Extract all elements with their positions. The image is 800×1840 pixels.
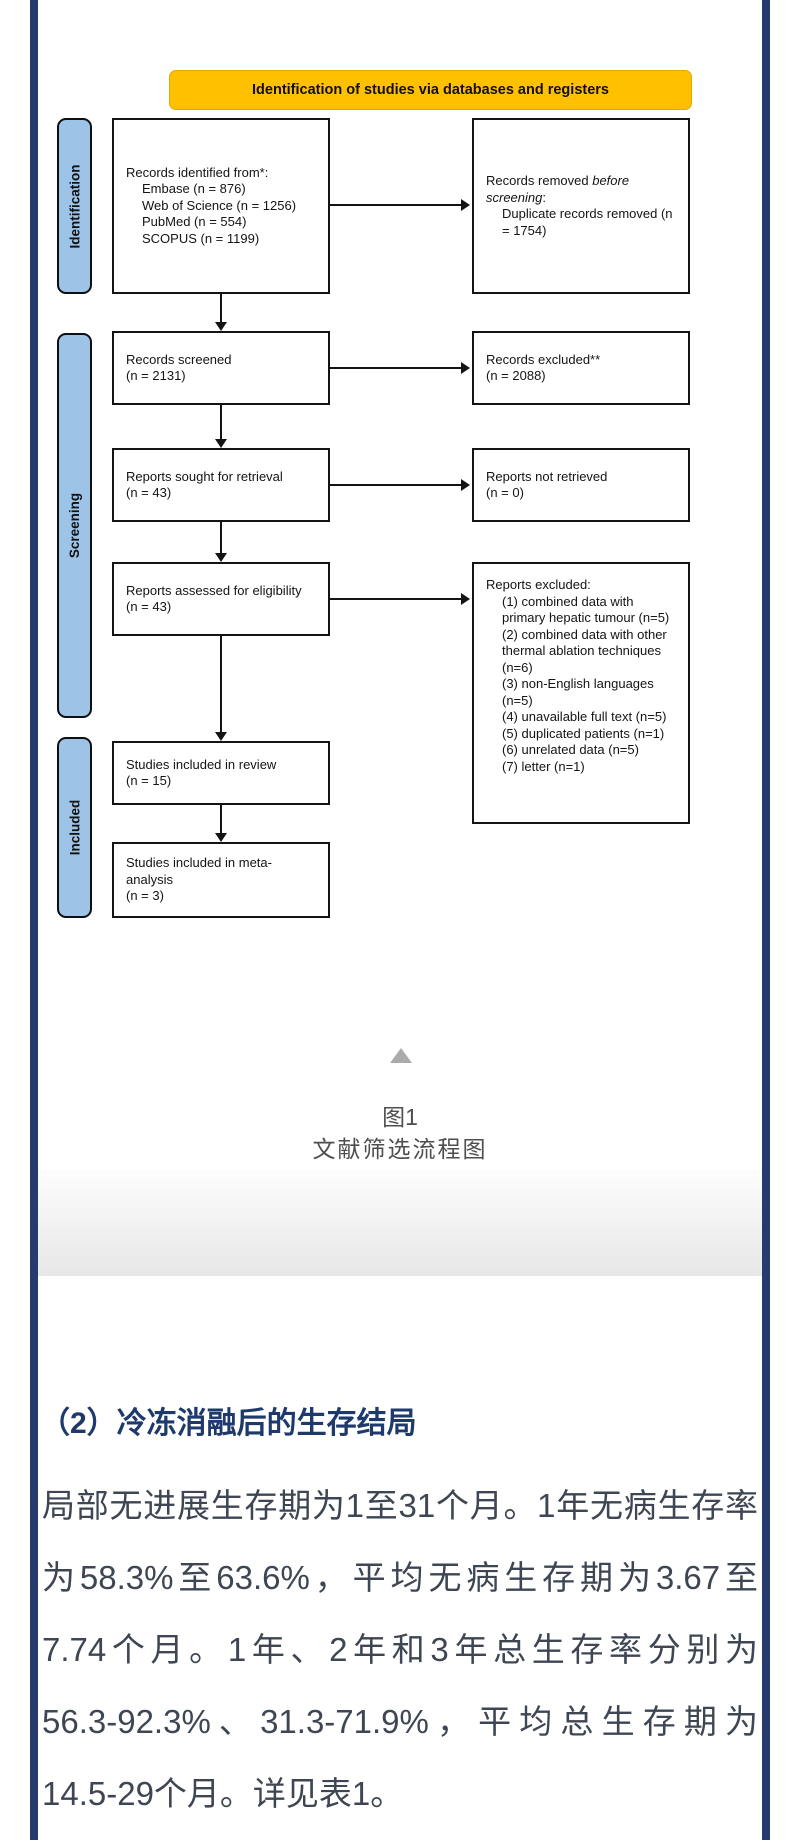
box-line: analysis	[126, 871, 173, 887]
box-line: (n = 3)	[126, 888, 164, 904]
exclusion-reason: (2) combined data with other thermal abl…	[502, 626, 667, 675]
flow-banner: Identification of studies via databases …	[169, 70, 692, 110]
box-line: SCOPUS (n = 1199)	[142, 230, 260, 246]
box-records-screened: Records screened (n = 2131)	[112, 331, 330, 405]
paragraph-line: 14.5-29个月。详见表1。	[42, 1775, 404, 1812]
box-records-excluded: Records excluded** (n = 2088)	[472, 331, 690, 405]
box-line: (n = 2088)	[486, 368, 546, 383]
flow-arrowhead-right	[461, 199, 470, 211]
box-line: Studies included in review	[126, 756, 277, 772]
italic-before-screening: before screening	[486, 173, 630, 205]
box-line: Reports assessed for eligibility	[126, 582, 302, 598]
box-line: Records screened	[126, 351, 232, 367]
flow-arrow-down	[220, 636, 222, 732]
exclusion-reason: (6) unrelated data (n=5)	[502, 742, 639, 757]
stage-tab-identification-label: Identification	[67, 164, 82, 248]
flow-arrow-right	[330, 204, 461, 206]
flow-arrow-right	[330, 484, 461, 486]
flow-arrowhead-right	[461, 479, 470, 491]
box-studies-included-meta: Studies included in meta- analysis (n = …	[112, 842, 330, 918]
flow-arrowhead-right	[461, 593, 470, 605]
stage-tab-included: Included	[57, 737, 92, 918]
flow-arrow-down	[220, 294, 222, 322]
flow-arrowhead-down	[215, 322, 227, 331]
box-line: (n = 15)	[126, 773, 172, 788]
exclusion-reason: (1) combined data with primary hepatic t…	[502, 593, 670, 626]
box-line: Reports sought for retrieval	[126, 468, 283, 484]
flow-arrowhead-down	[215, 553, 227, 562]
flow-arrowhead-down	[215, 732, 227, 741]
stage-tab-identification: Identification	[57, 118, 92, 294]
flow-arrowhead-down	[215, 833, 227, 842]
section-heading: （2）冷冻消融后的生存结局	[40, 1407, 417, 1440]
flow-arrow-down	[220, 405, 222, 439]
figure-caption: 文献筛选流程图	[312, 1136, 488, 1162]
body-paragraph: 局部无进展生存期为1至31个月。1年无病生存率 为58.3%至63.6%，平均无…	[42, 1470, 758, 1830]
paragraph-line: 局部无进展生存期为1至31个月。1年无病生存率	[42, 1487, 758, 1524]
box-line: (n = 43)	[126, 599, 172, 614]
box-studies-included-review: Studies included in review (n = 15)	[112, 741, 330, 805]
flow-arrow-down	[220, 522, 222, 553]
box-line: Reports not retrieved	[486, 468, 608, 484]
box-line: Embase (n = 876)	[142, 181, 246, 197]
flow-arrow-right	[330, 598, 461, 600]
paragraph-line: 为58.3%至63.6%，平均无病生存期为3.67至	[42, 1559, 758, 1596]
flow-arrow-down	[220, 805, 222, 833]
box-line: (n = 43)	[126, 485, 172, 500]
flow-arrow-right	[330, 367, 461, 369]
box-title: Records removed before screening:	[486, 173, 630, 205]
box-records-removed: Records removed before screening: Duplic…	[472, 118, 690, 294]
box-reports-not-retrieved: Reports not retrieved (n = 0)	[472, 448, 690, 522]
paragraph-line: 7.74个月。1年、2年和3年总生存率分别为	[42, 1631, 758, 1668]
box-line: Duplicate records removed (n = 1754)	[502, 206, 673, 238]
box-records-identified: Records identified from*: Embase (n = 87…	[112, 118, 330, 294]
box-line: (n = 0)	[486, 485, 524, 500]
exclusion-reason: (5) duplicated patients (n=1)	[502, 725, 665, 741]
exclusion-reason: (3) non-English languages (n=5)	[502, 676, 654, 708]
box-reports-excluded-reasons: Reports excluded: (1) combined data with…	[472, 562, 690, 824]
exclusion-reason: (4) unavailable full text (n=5)	[502, 709, 667, 724]
flow-arrowhead-right	[461, 362, 470, 374]
box-line: Web of Science (n = 1256)	[142, 197, 297, 213]
box-reports-assessed: Reports assessed for eligibility (n = 43…	[112, 562, 330, 636]
figure-number: 图1	[382, 1104, 418, 1130]
exclusion-reason: (7) letter (n=1)	[502, 758, 585, 774]
box-reports-sought: Reports sought for retrieval (n = 43)	[112, 448, 330, 522]
box-line: Records excluded**	[486, 351, 601, 367]
box-line: PubMed (n = 554)	[142, 214, 247, 230]
stage-tab-screening-label: Screening	[67, 492, 82, 559]
box-line: (n = 2131)	[126, 368, 186, 383]
collapse-triangle-icon	[390, 1048, 412, 1063]
page-border-right	[762, 0, 770, 1840]
page-border-left	[30, 0, 38, 1840]
box-title: Reports excluded:	[486, 577, 591, 592]
stage-tab-included-label: Included	[67, 799, 83, 856]
box-title: Records identified from*:	[126, 164, 269, 180]
stage-tab-screening: Screening	[57, 333, 92, 718]
flow-arrowhead-down	[215, 439, 227, 448]
section-divider-band	[38, 1170, 762, 1276]
box-line: Studies included in meta-	[126, 855, 272, 871]
paragraph-line: 56.3-92.3%、31.3-71.9%，平均总生存期为	[42, 1703, 758, 1740]
